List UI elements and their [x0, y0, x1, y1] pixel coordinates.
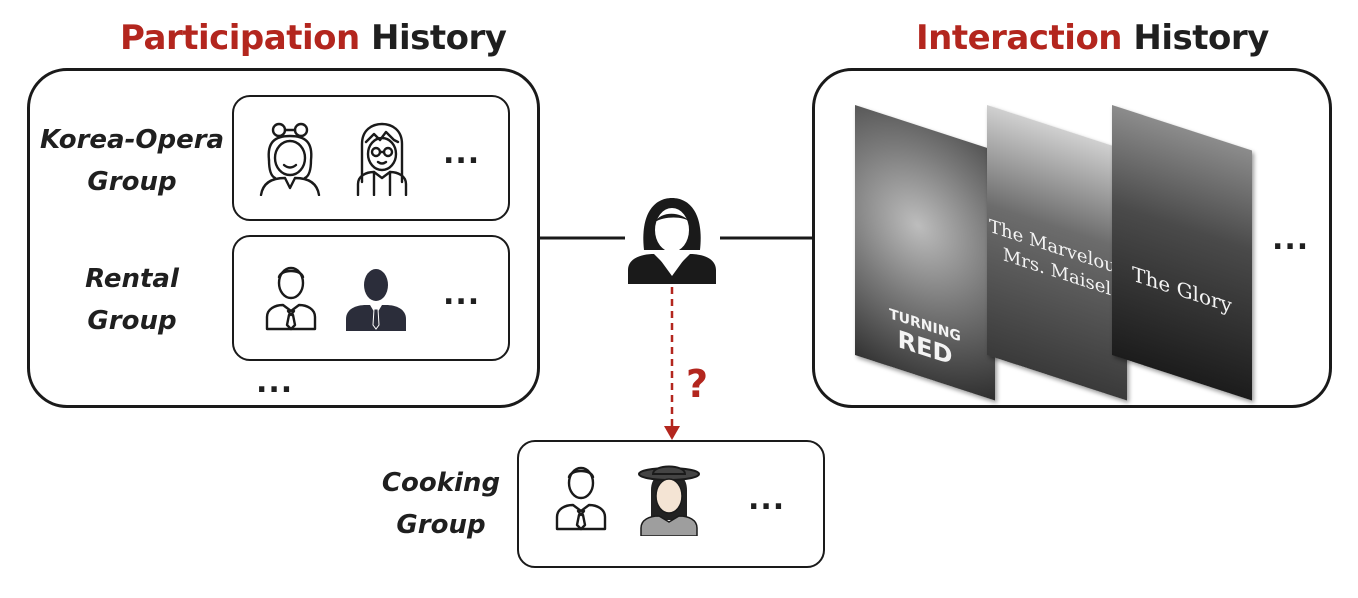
woman-with-hat-icon: [638, 465, 700, 536]
question-mark: ?: [686, 362, 709, 406]
businessman-outline-icon: [265, 266, 317, 331]
group-label-line2: Group: [396, 510, 486, 540]
interaction-title-rest: History: [1133, 18, 1269, 58]
businessman-filled-icon: [346, 269, 406, 331]
poster-title-line1: The Glory: [1132, 261, 1232, 318]
group-label-cooking: Cooking Group: [376, 462, 506, 546]
arrow-head: [664, 426, 680, 440]
group-label-line1: Cooking: [381, 468, 501, 498]
interaction-title-highlight: Interaction: [916, 18, 1123, 58]
korea-opera-more: ...: [443, 136, 481, 171]
rental-more: ...: [443, 277, 481, 312]
participation-title-rest: History: [371, 18, 507, 58]
woman-with-sunglasses-icon: [259, 122, 321, 196]
korea-opera-group-box: [232, 95, 510, 221]
group-label-korea-opera: Korea-Opera Group: [40, 119, 224, 203]
participation-history-title: Participation History: [120, 18, 507, 58]
group-label-line2: Group: [87, 167, 177, 197]
poster-turning-red: TURNING RED: [855, 105, 995, 401]
woman-with-glasses-icon: [356, 122, 408, 196]
poster-the-glory: The Glory: [1112, 105, 1252, 401]
interaction-more: ...: [1272, 222, 1310, 257]
cooking-more: ...: [748, 482, 786, 517]
group-label-rental: Rental Group: [40, 258, 224, 342]
group-label-line2: Group: [87, 306, 177, 336]
group-label-line1: Korea-Opera: [40, 125, 225, 155]
poster-marvelous-mrs-maisel: The Marvelous Mrs. Maisel: [987, 105, 1127, 401]
businessman-outline-icon: [555, 466, 607, 531]
participation-title-highlight: Participation: [120, 18, 360, 58]
group-label-line1: Rental: [85, 264, 179, 294]
interaction-history-title: Interaction History: [916, 18, 1269, 58]
user-woman-icon: [628, 198, 716, 284]
participation-more: ...: [256, 365, 294, 400]
